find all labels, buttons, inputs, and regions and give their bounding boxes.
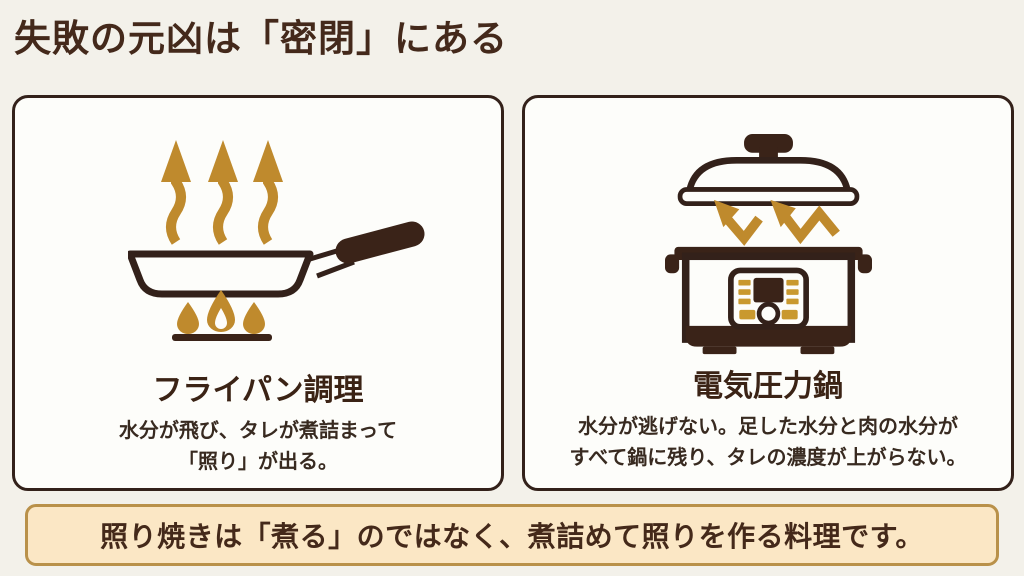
- frying-pan-steam-icon: [128, 130, 428, 342]
- frying-pan-description-line2: 「照り」が出る。: [177, 451, 338, 473]
- pressure-cooker-svg: [664, 133, 872, 355]
- pressure-cooker-icon: [664, 132, 872, 358]
- page-title: 失敗の元凶は「密閉」にある: [14, 19, 508, 60]
- pressure-cooker-description-line2: すべて鍋に残り、タレの濃度が上がらない。: [569, 447, 967, 469]
- frying-pan-description-line1: 水分が飛び、タレが煮詰まって: [118, 420, 398, 442]
- pressure-cooker-description-line1: 水分が逃げない。足した水分と肉の水分が: [578, 416, 958, 438]
- frying-pan-panel: フライパン調理 水分が飛び、タレが煮詰まって「照り」が出る。: [12, 95, 504, 491]
- conclusion-text: 照り焼きは「煮る」のではなく、煮詰めて照りを作る料理です。: [100, 521, 924, 552]
- pressure-cooker-panel: 電気圧力鍋 水分が逃げない。足した水分と肉の水分がすべて鍋に残り、タレの濃度が上…: [522, 95, 1014, 491]
- frying-pan-description: 水分が飛び、タレが煮詰まって「照り」が出る。: [119, 416, 397, 478]
- pressure-cooker-description: 水分が逃げない。足した水分と肉の水分がすべて鍋に残り、タレの濃度が上がらない。: [570, 412, 967, 474]
- frying-pan-title: フライパン調理: [152, 374, 364, 407]
- frying-pan-steam-svg: [128, 140, 425, 341]
- conclusion-banner: 照り焼きは「煮る」のではなく、煮詰めて照りを作る料理です。: [25, 504, 999, 566]
- pressure-cooker-title: 電気圧力鍋: [693, 370, 843, 403]
